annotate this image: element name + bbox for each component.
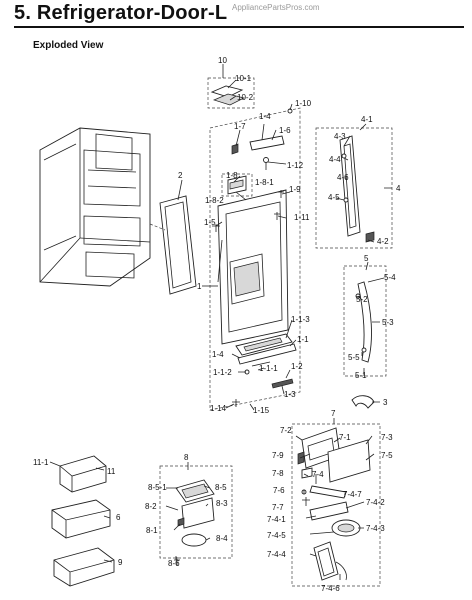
callout-8-3: 8-3	[216, 499, 228, 508]
callout-1-2: 1-2	[291, 362, 303, 371]
callout-7-2: 7-2	[280, 426, 292, 435]
handle-bracket	[221, 173, 253, 197]
callout-7-4-1: 7-4-1	[267, 515, 286, 524]
callout-5-4: 5-4	[384, 273, 396, 282]
callout-labels: 10 10-1 10-2 1-10 1-7 1-4 1-6 1-12 1-8 1…	[33, 56, 401, 593]
refrigerator-cabinet	[39, 127, 151, 287]
callout-2: 2	[178, 171, 183, 180]
door-panel	[217, 189, 289, 345]
leader-lines	[49, 64, 392, 580]
page-title: 5. Refrigerator-Door-L	[14, 2, 228, 24]
dispenser-assembly-7	[291, 423, 381, 587]
callout-7-4-6: 7-4-6	[321, 584, 340, 593]
callout-6: 6	[116, 513, 121, 522]
callout-1-4b: 1-4	[212, 350, 224, 359]
callout-1-15: 1-15	[253, 406, 270, 415]
callout-7: 7	[331, 409, 336, 418]
door-cap-assembly	[207, 77, 255, 109]
callout-8-5: 8-5	[215, 483, 227, 492]
callout-7-7: 7-7	[272, 503, 284, 512]
callout-7-4-5: 7-4-5	[267, 531, 286, 540]
ice-route-assembly-8	[159, 465, 233, 566]
callout-5-1: 5-1	[355, 371, 367, 380]
callout-3: 3	[383, 398, 388, 407]
callout-4-4: 4-4	[329, 155, 341, 164]
door-bin-6	[51, 499, 111, 539]
callout-4-1: 4-1	[361, 115, 373, 124]
callout-1-12: 1-12	[287, 161, 304, 170]
callout-10: 10	[218, 56, 227, 65]
callout-7-3: 7-3	[381, 433, 393, 442]
hinge-cap-3	[351, 395, 375, 409]
callout-4-6: 4-6	[337, 173, 349, 182]
callout-5-2: 5-2	[356, 295, 368, 304]
callout-1-1-2: 1-1-2	[213, 368, 232, 377]
callout-8-2: 8-2	[145, 502, 157, 511]
callout-1-8-2: 1-8-2	[205, 196, 224, 205]
handle-5-assembly	[343, 265, 387, 377]
callout-8-6: 8-6	[168, 559, 180, 568]
callout-7-4-7: 7-4-7	[343, 490, 362, 499]
callout-7-5: 7-5	[381, 451, 393, 460]
callout-1-10: 1-10	[295, 99, 312, 108]
callout-1-8-1: 1-8-1	[255, 178, 274, 187]
door-bin-11	[59, 455, 107, 493]
callout-1-5: 1-5	[204, 218, 216, 227]
callout-7-9: 7-9	[272, 451, 284, 460]
door-assembly-outline	[209, 107, 301, 411]
callout-5-5: 5-5	[348, 353, 360, 362]
callout-1-9: 1-9	[289, 185, 301, 194]
callout-8: 8	[184, 453, 189, 462]
callout-1-4: 1-4	[259, 112, 271, 121]
door-gasket	[149, 195, 197, 295]
callout-4-3: 4-3	[334, 132, 346, 141]
callout-8-1: 8-1	[146, 526, 158, 535]
callout-10-1: 10-1	[235, 74, 252, 83]
callout-5-3: 5-3	[382, 318, 394, 327]
callout-1: 1	[197, 282, 202, 291]
door-bin-9	[53, 547, 115, 587]
callout-11-1: 11-1	[33, 458, 49, 467]
callout-7-4: 7-4	[312, 470, 324, 479]
callout-11: 11	[107, 467, 116, 476]
callout-1-7: 1-7	[234, 122, 246, 131]
dispenser-cover	[232, 333, 297, 407]
callout-1-8: 1-8	[226, 171, 238, 180]
callout-1-6: 1-6	[279, 126, 291, 135]
door-handle-assembly	[315, 127, 393, 249]
callout-4: 4	[396, 184, 401, 193]
callout-1-1-3: 1-1-3	[291, 315, 310, 324]
callout-7-1: 7-1	[339, 433, 351, 442]
callout-10-2: 10-2	[237, 93, 254, 102]
callout-8-4: 8-4	[216, 534, 228, 543]
callout-7-4-2: 7-4-2	[366, 498, 385, 507]
callout-1-1: 1-1	[297, 335, 309, 344]
callout-5: 5	[364, 254, 369, 263]
title-rule	[14, 26, 464, 28]
watermark: AppliancePartsPros.com	[232, 3, 320, 12]
callout-4-2: 4-2	[377, 237, 389, 246]
callout-9: 9	[118, 558, 123, 567]
callout-7-4-3: 7-4-3	[366, 524, 385, 533]
callout-1-3: 1-3	[284, 390, 296, 399]
callout-1-14: 1-14	[210, 404, 227, 413]
callout-1-1-1: 1-1-1	[259, 364, 278, 373]
callout-7-8: 7-8	[272, 469, 284, 478]
callout-8-5-1: 8-5-1	[148, 483, 167, 492]
callout-7-4-4: 7-4-4	[267, 550, 286, 559]
callout-1-11: 1-11	[294, 213, 310, 222]
door-screws	[212, 190, 284, 232]
section-subtitle: Exploded View	[33, 40, 104, 51]
callout-4-5: 4-5	[328, 193, 340, 202]
callout-7-6: 7-6	[273, 486, 285, 495]
